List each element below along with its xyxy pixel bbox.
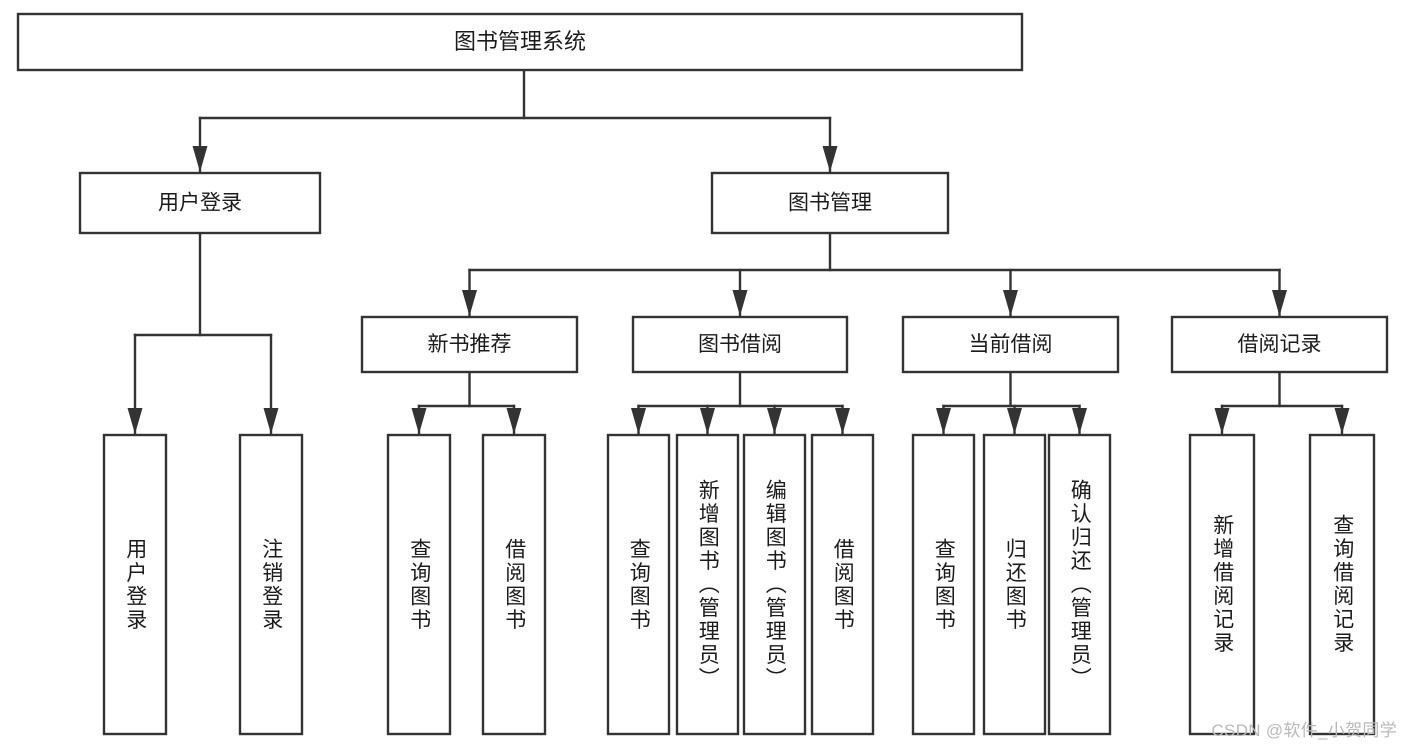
node-boxes-layer	[16, 12, 1389, 736]
node-label-root: 图书管理系统	[454, 29, 586, 54]
node-box-level3-3[interactable]	[1170, 315, 1389, 374]
node-label-level2-0: 用户登录	[158, 192, 242, 215]
connectors-layer	[127, 68, 1350, 435]
arrow-head-icon-leaf-0-1	[506, 408, 522, 434]
node-box-root[interactable]	[16, 12, 1024, 72]
arrow-head-icon-leaf-1-0	[631, 408, 646, 434]
arrow-head-icon-user-leaf-1	[263, 408, 279, 434]
node-label-level3-1: 图书借阅	[698, 333, 782, 356]
node-box-leaf-11[interactable]	[1188, 433, 1256, 736]
arrow-head-icon-leaf-1-3	[835, 408, 850, 434]
node-label-level2-1: 图书管理	[788, 192, 872, 215]
node-box-leaf-8[interactable]	[911, 433, 976, 736]
node-box-leaf-7[interactable]	[810, 433, 875, 736]
arrow-head-icon-leaf-2-2	[1072, 408, 1087, 434]
arrow-head-icon-level2-1	[822, 146, 838, 172]
node-box-leaf-6[interactable]	[742, 433, 807, 736]
node-box-leaf-5[interactable]	[675, 433, 740, 736]
node-box-leaf-2[interactable]	[386, 433, 452, 736]
arrow-head-icon-leaf-3-0	[1214, 408, 1230, 434]
node-box-level2-1[interactable]	[710, 171, 950, 235]
arrow-head-icon-level3-0	[462, 290, 477, 316]
node-box-level3-0[interactable]	[360, 315, 579, 374]
node-box-leaf-10[interactable]	[1047, 433, 1112, 736]
csdn-watermark: CSDN @软件_小贺同学	[1211, 721, 1397, 740]
node-box-level3-1[interactable]	[631, 315, 849, 374]
arrow-head-icon-level3-2	[1003, 290, 1018, 316]
arrow-head-icon-leaf-1-2	[767, 408, 782, 434]
arrow-head-icon-level3-3	[1272, 290, 1287, 316]
arrow-head-icon-leaf-2-0	[936, 408, 951, 434]
arrow-head-icon-level3-1	[732, 290, 748, 316]
node-box-leaf-1[interactable]	[238, 433, 304, 736]
node-box-level2-0[interactable]	[78, 171, 322, 235]
arrow-head-icon-leaf-1-1	[700, 408, 715, 434]
node-box-level3-2[interactable]	[901, 315, 1120, 374]
node-box-leaf-4[interactable]	[606, 433, 671, 736]
node-label-level3-2: 当前借阅	[969, 333, 1053, 356]
node-box-leaf-0[interactable]	[102, 433, 168, 736]
arrow-head-icon-level2-0	[192, 146, 208, 172]
node-label-level3-3: 借阅记录	[1238, 333, 1322, 356]
arrow-head-icon-leaf-2-1	[1007, 408, 1022, 434]
node-box-leaf-12[interactable]	[1308, 433, 1376, 736]
node-box-leaf-3[interactable]	[481, 433, 547, 736]
arrow-head-icon-user-leaf-0	[127, 408, 143, 434]
arrow-head-icon-leaf-3-1	[1334, 408, 1350, 434]
arrow-head-icon-leaf-0-0	[411, 408, 427, 434]
node-box-leaf-9[interactable]	[982, 433, 1047, 736]
node-label-level3-0: 新书推荐	[428, 333, 512, 356]
